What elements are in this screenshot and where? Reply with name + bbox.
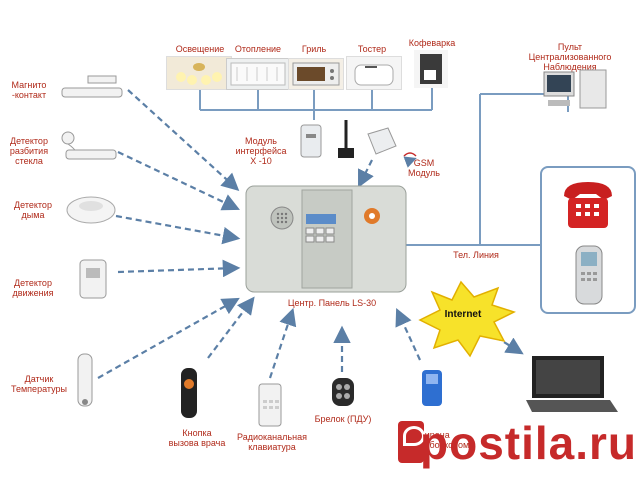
label-keyfob: Брелок (ПДУ) bbox=[314, 414, 372, 424]
label-heating: Отопление bbox=[234, 44, 282, 54]
label-temp: Датчик Температуры bbox=[11, 374, 67, 394]
watermark: postila.ru bbox=[420, 417, 638, 469]
label-monitoring: Пульт Централизованного Наблюдения bbox=[528, 42, 612, 72]
central-panel bbox=[244, 184, 408, 294]
label-smoke: Детектор дыма bbox=[14, 200, 52, 220]
label-keypad: Радиоканальная клавиатура bbox=[237, 432, 307, 452]
radio-keypad-image bbox=[256, 382, 284, 428]
postila-logo-icon bbox=[398, 421, 425, 463]
label-lighting: Освещение bbox=[175, 44, 225, 54]
label-magnet: Магнито -контакт bbox=[11, 80, 47, 100]
label-motion: Детектор движения bbox=[12, 278, 54, 298]
temperature-sensor-image bbox=[70, 350, 100, 414]
internet-burst bbox=[418, 280, 516, 358]
grill-image bbox=[288, 58, 344, 90]
label-phone-line: Тел. Линия bbox=[453, 250, 499, 260]
glass-break-detector-image bbox=[56, 128, 120, 162]
chandelier-image bbox=[166, 56, 232, 90]
magnet-contact-image bbox=[58, 74, 128, 100]
toaster-image bbox=[346, 56, 402, 90]
x10-module-image bbox=[298, 122, 324, 160]
monitoring-station-image bbox=[540, 66, 612, 112]
antenna-image bbox=[334, 118, 358, 162]
phone-box bbox=[540, 166, 636, 314]
keyfob-image bbox=[328, 374, 358, 410]
motion-detector-image bbox=[74, 256, 112, 302]
label-coffee: Кофеварка bbox=[408, 38, 456, 48]
coffee-maker-image bbox=[414, 50, 448, 88]
label-glass: Детектор разбития стекла bbox=[9, 136, 49, 166]
label-gsm: GSM Модуль bbox=[408, 158, 440, 178]
doctor-call-button-image bbox=[176, 366, 202, 426]
label-toaster: Тостер bbox=[357, 44, 387, 54]
heater-image bbox=[226, 58, 290, 90]
laptop-image bbox=[524, 354, 620, 416]
label-panel: Центр. Панель LS-30 bbox=[287, 298, 377, 308]
label-grill: Гриль bbox=[301, 44, 327, 54]
smoke-detector-image bbox=[64, 190, 118, 226]
label-internet: Internet bbox=[444, 309, 482, 320]
gsm-module-image bbox=[364, 124, 398, 158]
label-x10: Модуль интерфейса Х -10 bbox=[235, 136, 287, 166]
label-doctor: Кнопка вызова врача bbox=[168, 428, 226, 448]
siren-image bbox=[418, 366, 446, 412]
